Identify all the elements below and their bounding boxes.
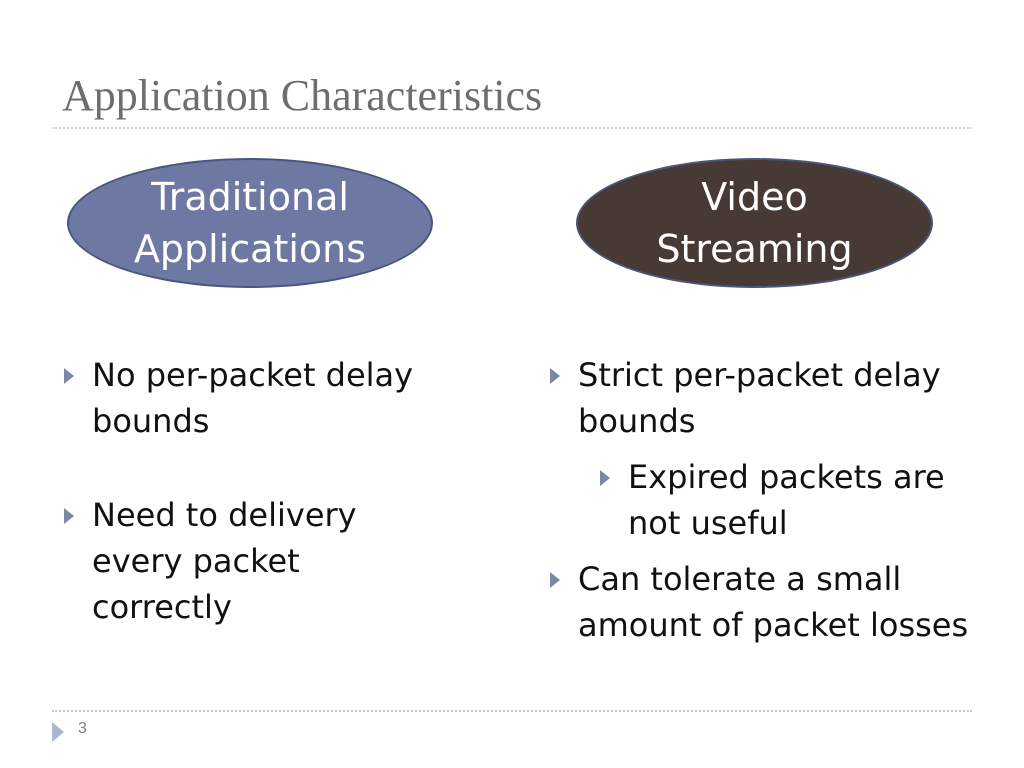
slide-title: Application Characteristics [62, 71, 543, 120]
footer-triangle-icon [52, 722, 64, 742]
bullet-item: Can tolerate a small amount of packet lo… [548, 556, 988, 648]
video-streaming-oval: Video Streaming [576, 158, 933, 288]
bullet-text: Strict per-packet delay bounds [578, 356, 941, 440]
traditional-applications-column: No per-packet delay bounds Need to deliv… [62, 352, 442, 630]
page-number: 3 [78, 720, 87, 737]
sub-bullet-text: Expired packets are not useful [628, 458, 945, 542]
footer-divider [52, 710, 972, 712]
traditional-applications-label: Traditional Applications [133, 175, 367, 271]
sub-bullet-triangle-icon [600, 470, 610, 486]
traditional-applications-oval: Traditional Applications [67, 158, 433, 288]
bullet-triangle-icon [550, 572, 560, 588]
bullet-text: Need to delivery every packet correctly [92, 496, 357, 626]
video-streaming-label: Video Streaming [656, 175, 853, 271]
sub-bullet-item: Expired packets are not useful [584, 454, 988, 546]
bullet-item: Strict per-packet delay bounds [548, 352, 988, 444]
bullet-text: Can tolerate a small amount of packet lo… [578, 560, 969, 644]
bullet-triangle-icon [550, 368, 560, 384]
bullet-item: No per-packet delay bounds [62, 352, 442, 444]
bullet-triangle-icon [64, 368, 74, 384]
title-divider [52, 127, 972, 129]
video-streaming-column: Strict per-packet delay bounds Expired p… [548, 352, 988, 648]
bullet-item: Need to delivery every packet correctly [62, 492, 442, 630]
bullet-text: No per-packet delay bounds [92, 356, 414, 440]
bullet-triangle-icon [64, 508, 74, 524]
